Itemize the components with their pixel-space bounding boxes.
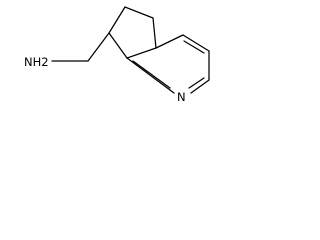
bond-n1-c7a: [126, 57, 175, 94]
bond-c2-n1-inner: [188, 77, 205, 89]
bond-c4a-c5: [152, 17, 157, 49]
bond-c2-n1-outer: [190, 79, 210, 94]
bond-c4-c3-inner: [183, 40, 205, 54]
bond-c5-c6: [124, 6, 154, 19]
bond-c7-ch2: [87, 32, 110, 62]
amine-label: NH2: [24, 55, 49, 69]
bond-c4a-c4: [155, 34, 184, 49]
ring-nitrogen-label: N: [177, 90, 186, 104]
bond-c6-c7: [108, 6, 126, 34]
bond-n1-c7a-inner: [132, 60, 171, 89]
bond-c7-c7a: [108, 32, 128, 59]
bond-c7a-c4a: [126, 47, 157, 59]
chemical-structure: NH2 N: [24, 6, 210, 104]
bond-c4-c3-outer: [182, 34, 210, 52]
